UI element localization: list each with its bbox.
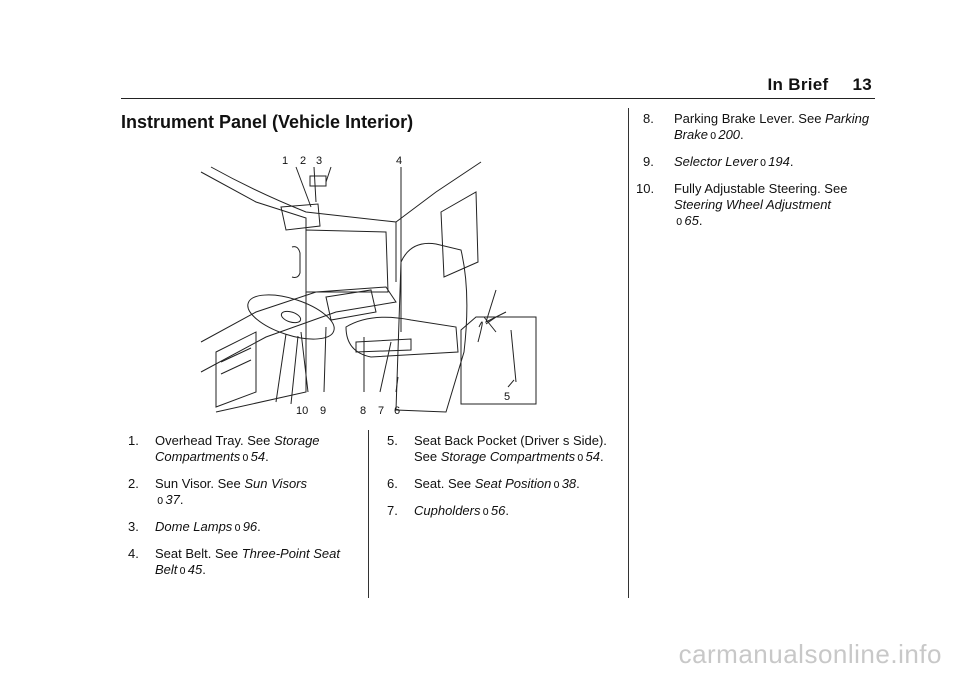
list-item: 5.Seat Back Pocket (Driver s Side). See …	[387, 433, 617, 467]
page-ref-icon: 0	[553, 480, 560, 491]
item-number: 3.	[128, 519, 139, 534]
item-end: .	[265, 449, 269, 464]
item-page[interactable]: 65	[684, 213, 699, 228]
item-text: Seat. See	[414, 476, 475, 491]
item-list-column-1: 1. Overhead Tray. See Storage Compartment…	[128, 433, 358, 589]
item-link[interactable]: Sun Visors	[244, 476, 308, 491]
page-ref-icon: 0	[709, 131, 717, 142]
item-end: .	[698, 213, 703, 228]
item-end: .	[202, 562, 206, 577]
callout-4: 4	[396, 155, 402, 167]
item-end: .	[179, 492, 184, 507]
item-link[interactable]: Selector Lever	[674, 154, 758, 169]
item-list-column-3: 8. Parking Brake Lever. See Parking Brake…	[636, 111, 886, 240]
item-number: 1.	[128, 433, 139, 448]
callout-8: 8	[360, 405, 366, 417]
item-page[interactable]: 54	[585, 449, 600, 464]
item-number: 9.	[643, 154, 654, 169]
item-link[interactable]: Parking Brake	[674, 111, 870, 142]
item-text: Fully Adjustable Steering. See	[674, 181, 848, 196]
item-link[interactable]: Seat Position	[474, 476, 552, 491]
page-title: Instrument Panel (Vehicle Interior)	[121, 112, 414, 132]
item-text: Sun Visor. See	[155, 476, 245, 491]
item-link[interactable]: Storage Compartments	[155, 433, 320, 464]
page-number: 13	[852, 75, 872, 94]
list-item: 1. Overhead Tray. See Storage Compartment…	[128, 433, 358, 467]
item-text: Overhead Tray. See	[155, 433, 274, 448]
item-number: 8.	[643, 111, 654, 126]
callout-9: 9	[320, 405, 326, 417]
item-end: .	[600, 449, 604, 464]
item-number: 6.	[387, 476, 398, 491]
page-ref-icon: 0	[676, 217, 683, 228]
item-end: .	[257, 519, 261, 534]
item-end: .	[789, 154, 794, 169]
item-list-column-2: 5.Seat Back Pocket (Driver s Side). See …	[387, 433, 617, 530]
callout-7: 7	[378, 405, 384, 417]
item-text: Parking Brake Lever. See	[674, 111, 826, 126]
column-divider	[368, 430, 369, 598]
callout-3: 3	[316, 155, 322, 167]
item-link[interactable]: Storage Compartments	[440, 449, 576, 464]
item-end: .	[505, 503, 509, 518]
callout-1: 1	[282, 155, 288, 167]
item-page[interactable]: 54	[250, 449, 266, 464]
item-number: 10.	[636, 181, 655, 196]
item-end: .	[576, 476, 580, 491]
item-text: Seat Back Pocket (Driver s Side). See	[414, 433, 607, 464]
page-ref-icon: 0	[577, 453, 584, 464]
item-link[interactable]: Cupholders	[414, 503, 481, 518]
item-link[interactable]: Three-Point Seat Belt	[155, 546, 341, 577]
item-number: 5.	[387, 433, 398, 448]
callout-10: 10	[296, 405, 308, 417]
section-title: In Brief	[767, 75, 829, 94]
page-ref-icon: 0	[179, 566, 186, 577]
item-number: 7.	[387, 503, 398, 518]
page-ref-icon: 0	[759, 158, 767, 169]
item-page[interactable]: 38	[561, 476, 577, 491]
item-page[interactable]: 37	[165, 492, 180, 507]
item-page[interactable]: 45	[187, 562, 203, 577]
header-rule	[121, 98, 875, 99]
item-page[interactable]: 200	[718, 127, 741, 142]
item-end: .	[740, 127, 744, 142]
cab-interior-illustration: 1 2 3 4 5 6 7 8 9 10	[196, 152, 546, 418]
item-text: Seat Belt. See	[155, 546, 242, 561]
item-page[interactable]: 194	[768, 154, 790, 169]
item-page[interactable]: 56	[490, 503, 506, 518]
column-divider	[628, 108, 629, 598]
page-ref-icon: 0	[234, 523, 241, 534]
page-ref-icon: 0	[157, 496, 164, 507]
list-item: 8. Parking Brake Lever. See Parking Brake…	[636, 111, 886, 145]
list-item: 10. Fully Adjustable Steering. See Steeri…	[636, 181, 886, 231]
callout-2: 2	[300, 155, 306, 167]
page-header: In Brief 13	[768, 75, 872, 95]
item-page[interactable]: 96	[242, 519, 258, 534]
site-watermark: carmanualsonline.info	[678, 639, 942, 669]
callout-6: 6	[394, 405, 400, 417]
item-link[interactable]: Steering Wheel Adjustment	[674, 197, 832, 212]
callout-5: 5	[504, 391, 510, 403]
page-ref-icon: 0	[482, 507, 489, 518]
item-number: 4.	[128, 546, 139, 561]
item-number: 2.	[128, 476, 139, 491]
page-ref-icon: 0	[242, 453, 249, 464]
item-link[interactable]: Dome Lamps	[155, 519, 233, 534]
